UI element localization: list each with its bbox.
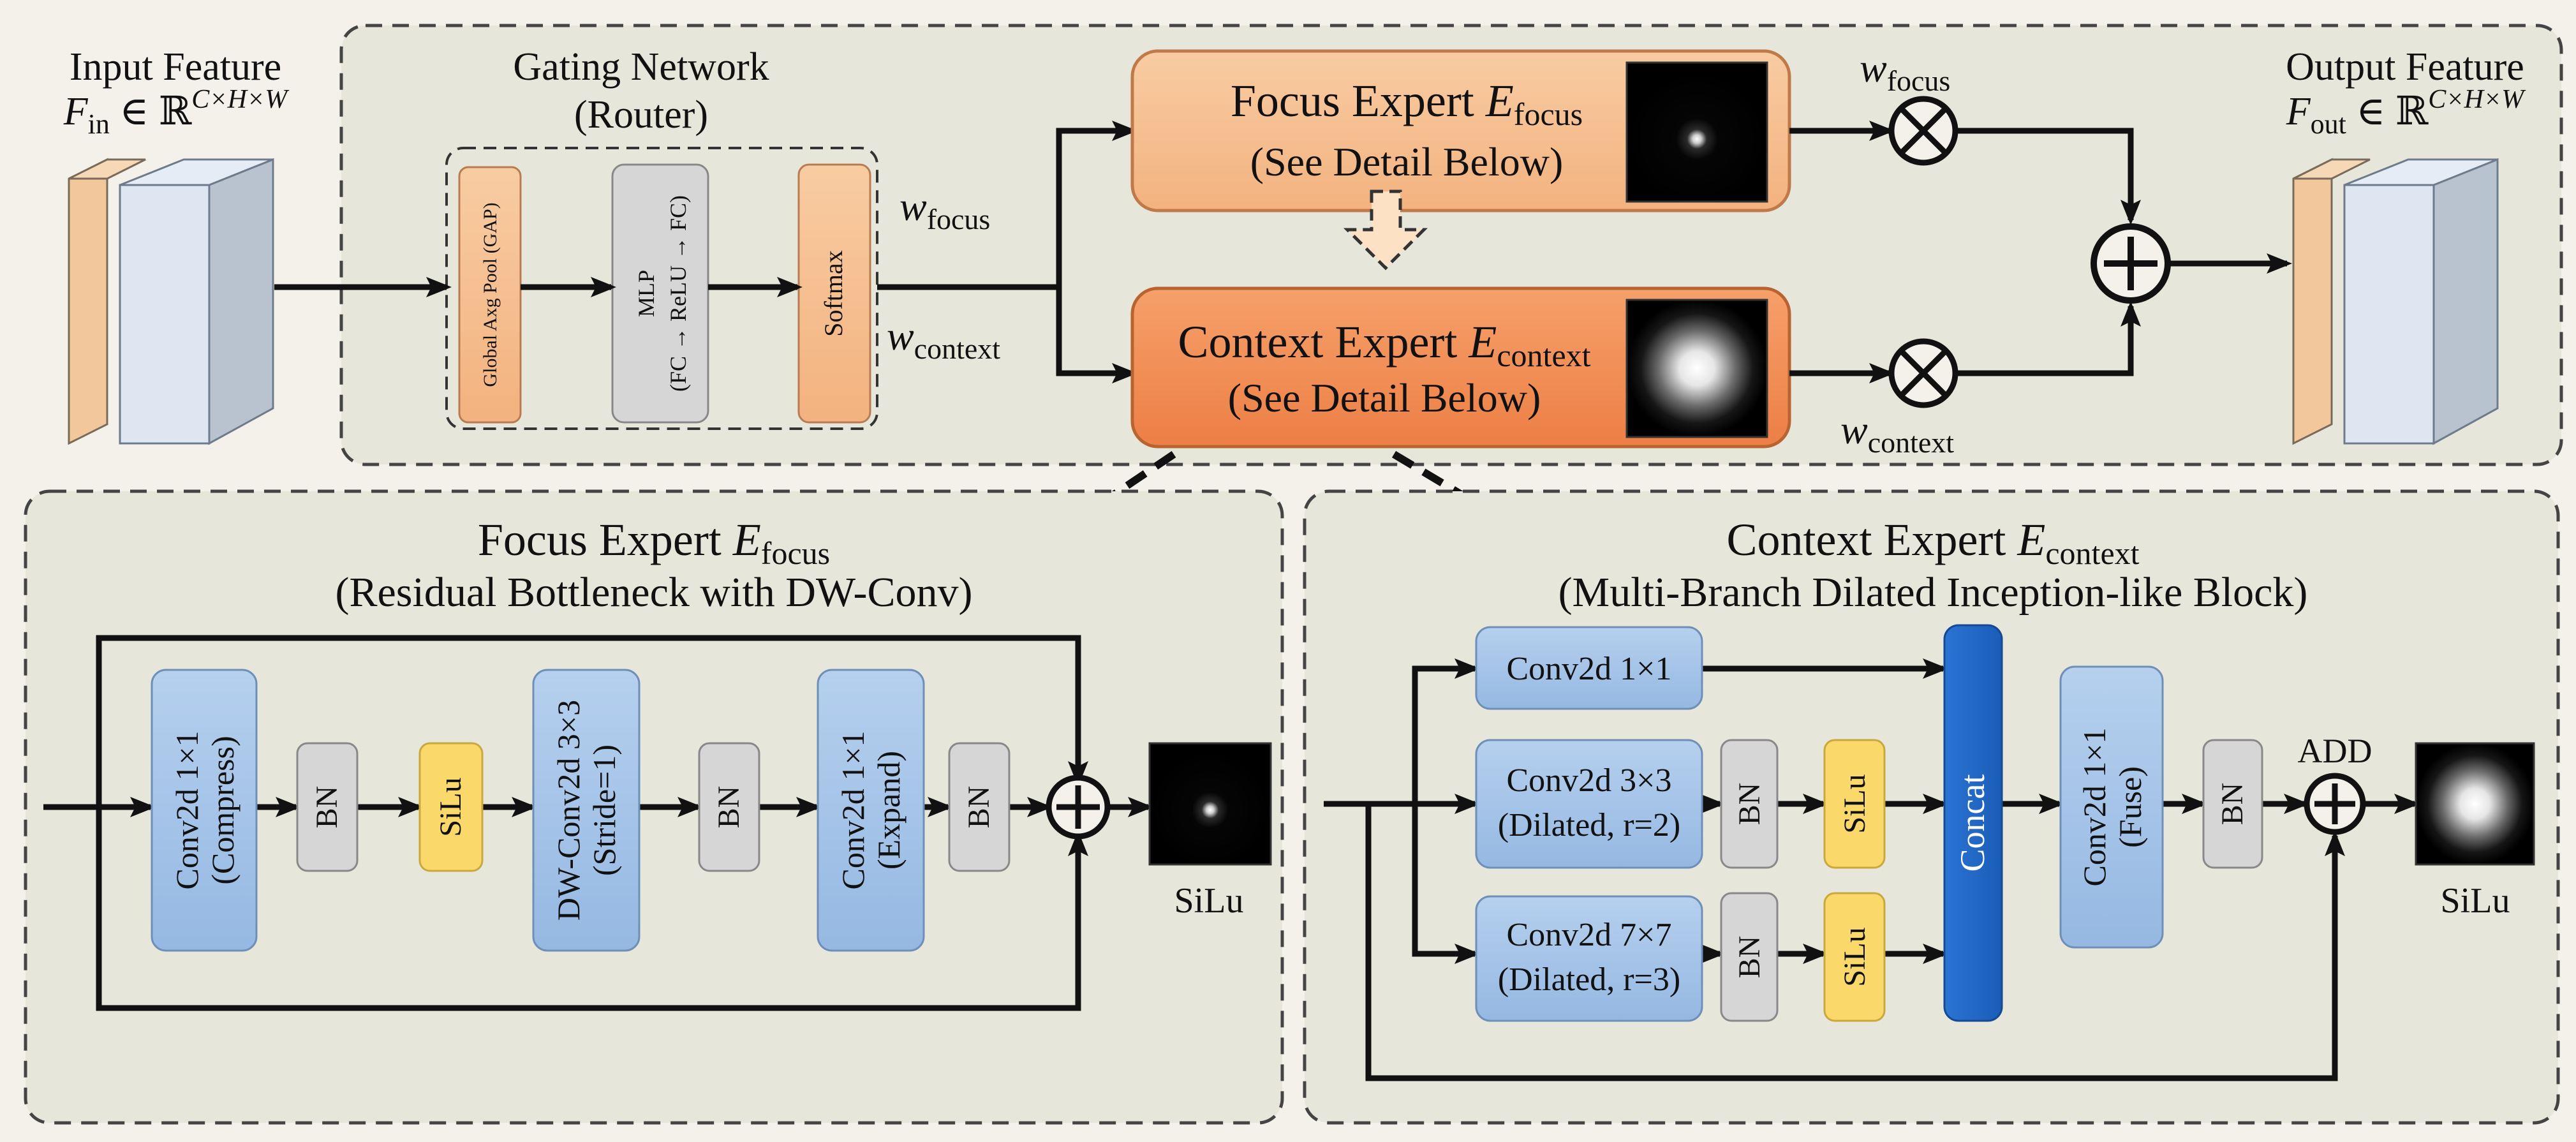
focus-expert-title: Focus Expert Efocus: [1231, 75, 1583, 132]
context-panel-wires: [1324, 658, 2420, 1081]
focus-bn-1-box: [296, 742, 359, 872]
input-feature-shape: Fin ∈ ℝC×H×W: [63, 85, 290, 140]
focus-dwconv-box: [532, 669, 640, 952]
input-feature-title: Input Feature: [70, 45, 281, 89]
context-branch3-bn-label: BN: [1733, 936, 1766, 979]
focus-response-thumb: [1625, 61, 1768, 203]
context-add-label: ADD: [2298, 732, 2372, 770]
focus-expand-conv-sub: (Expand): [871, 751, 907, 870]
context-fuse-conv-sub: (Fuse): [2112, 766, 2148, 848]
input-feature-tensor: [68, 158, 274, 445]
context-branch3-bn-box: [1720, 892, 1779, 1022]
focus-bn-3-label: BN: [962, 786, 996, 829]
focus-expert-detail: (See Detail Below): [1250, 139, 1564, 184]
focus-compress-conv-label: Conv2d 1×1: [169, 730, 205, 889]
focus-residual-add-icon: [1046, 775, 1111, 840]
focus-expand-conv-label: Conv2d 1×1: [835, 730, 871, 889]
context-branch2-silu-box: [1823, 739, 1886, 869]
output-feature-tensor: [2292, 158, 2499, 445]
top-combine-arrows: [1789, 121, 2292, 383]
focus-output-label: SiLu: [1174, 881, 1244, 921]
context-expert-title: Context Expert Econtext: [1178, 316, 1590, 373]
context-response-thumb: [1625, 299, 1768, 438]
focus-bn-2-label: BN: [712, 786, 746, 829]
context-branch2-conv-label: Conv2d 3×3: [1506, 762, 1671, 799]
mlp-label: MLP: [633, 270, 659, 317]
multiply-focus-icon: [1888, 96, 1958, 166]
context-branch3-silu-label: SiLu: [1838, 927, 1872, 986]
context-branch3-conv-sub: (Dilated, r=3): [1498, 961, 1680, 998]
w-focus-label: wfocus: [899, 184, 990, 235]
focus-bn-2-box: [698, 742, 760, 872]
gating-network-title: Gating Network: [513, 45, 769, 89]
context-branch2-conv-box: [1475, 739, 1703, 869]
context-branch2-conv-sub: (Dilated, r=2): [1498, 807, 1680, 843]
context-output-label: SiLu: [2441, 881, 2510, 921]
focus-dwconv-label: DW-Conv2d 3×3: [551, 700, 586, 921]
output-feature-title: Output Feature: [2286, 45, 2524, 89]
focus-compress-conv-sub: (Compress): [205, 736, 241, 884]
w-context-weight-label: wcontext: [1840, 407, 1954, 459]
context-branch3-conv-label: Conv2d 7×7: [1506, 917, 1671, 953]
context-concat-label: Concat: [1953, 775, 1992, 872]
context-output-thumb: [2415, 742, 2535, 866]
gating-network-subtitle: (Router): [574, 93, 708, 137]
multiply-context-icon: [1888, 338, 1958, 408]
context-fuse-conv-box: [2059, 665, 2164, 949]
context-bn-fuse-box: [2202, 739, 2263, 869]
focus-bn-3-box: [948, 742, 1010, 872]
context-panel-subtitle: (Multi-Branch Dilated Inception-like Blo…: [1558, 569, 2308, 616]
context-expert-detail: (See Detail Below): [1228, 375, 1541, 420]
focus-panel-subtitle: (Residual Bottleneck with DW-Conv): [336, 569, 973, 616]
focus-expand-conv-box: [817, 669, 925, 952]
gap-box: [458, 166, 522, 424]
focus-silu-box: [418, 742, 484, 872]
context-branch3-conv-box: [1475, 895, 1703, 1022]
focus-compress-conv-box: [151, 669, 258, 952]
gating-arrows: [274, 121, 1137, 383]
context-branch2-bn-box: [1720, 739, 1779, 869]
context-branch1-conv-box: [1475, 626, 1703, 710]
softmax-label: Softmax: [819, 250, 848, 337]
w-context-label: wcontext: [887, 313, 1000, 365]
focus-to-context-dashed-arrow: [1343, 189, 1428, 271]
focus-panel-wires: [43, 635, 1153, 1011]
context-expert-box: [1130, 286, 1791, 449]
context-concat-box: [1943, 624, 2003, 1022]
context-panel-title: Context Expert Econtext: [1726, 514, 2139, 571]
top-panel: [339, 24, 2563, 466]
context-fuse-conv-label: Conv2d 1×1: [2076, 727, 2112, 886]
gap-label: Global Axg Pool (GAP): [480, 202, 501, 387]
context-branch3-silu-box: [1823, 892, 1886, 1022]
focus-bn-1-label: BN: [310, 786, 344, 829]
focus-dwconv-sub: (Stride=1): [586, 745, 622, 876]
context-branch2-silu-label: SiLu: [1838, 774, 1872, 833]
sum-icon: [2091, 223, 2171, 304]
w-focus-weight-label: wfocus: [1860, 45, 1950, 97]
mlp-sub-label: (FC → ReLU → FC): [665, 195, 691, 392]
output-feature-shape: Fout ∈ ℝC×H×W: [2286, 85, 2527, 140]
context-branch2-bn-label: BN: [1733, 783, 1766, 826]
mlp-box: [611, 163, 709, 424]
focus-silu-label: SiLu: [434, 777, 468, 836]
focus-panel-title: Focus Expert Efocus: [478, 514, 830, 571]
context-bn-fuse-label: BN: [2216, 783, 2249, 826]
context-branch1-conv-label: Conv2d 1×1: [1506, 651, 1671, 687]
focus-output-thumb: [1148, 742, 1272, 866]
context-residual-add-icon: [2304, 773, 2366, 835]
